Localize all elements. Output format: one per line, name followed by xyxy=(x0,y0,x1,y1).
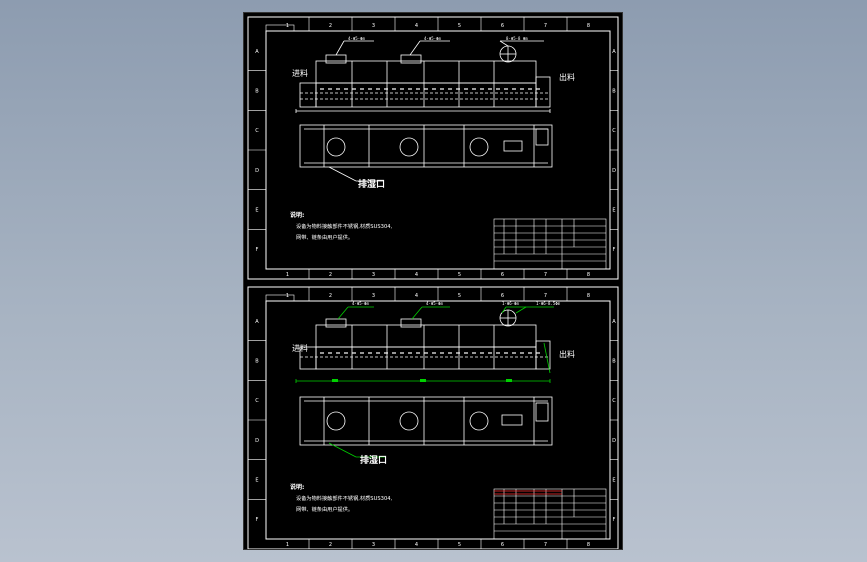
label-exhaust: 排湿口 xyxy=(360,454,387,466)
grid-column-label: 2 xyxy=(329,542,332,548)
grid-column-label: 4 xyxy=(415,272,418,278)
green-dimension-markers xyxy=(332,379,512,382)
grid-row-label: D xyxy=(255,438,259,444)
grid-row-label: F xyxy=(256,517,259,523)
grid-row-label: D xyxy=(612,168,616,174)
notes-line-2: 网带、链条由用户提供。 xyxy=(296,505,353,513)
grid-column-label: 1 xyxy=(286,542,289,548)
drawing-number-plate xyxy=(265,24,295,32)
label-feed: 进料 xyxy=(292,68,308,78)
sheet-outer-border xyxy=(247,286,619,549)
grid-row-label: C xyxy=(612,398,616,404)
grid-row-label: B xyxy=(255,359,259,365)
grid-row-label: A xyxy=(255,319,259,325)
grid-row-label: F xyxy=(256,247,259,253)
grid-row-label: A xyxy=(612,49,616,55)
callout-1: 4-Φ5-Φm xyxy=(352,301,369,306)
grid-row-label: C xyxy=(612,128,616,134)
notes-line-1: 设备为物料接触部件不锈钢,材质SUS304, xyxy=(296,222,393,230)
notes-title: 说明: xyxy=(290,211,304,219)
label-feed: 进料 xyxy=(292,343,308,353)
grid-column-label: 6 xyxy=(501,542,504,548)
grid-column-label: 8 xyxy=(587,272,590,278)
grid-column-label: 5 xyxy=(458,23,461,29)
grid-column-label: 6 xyxy=(501,23,504,29)
grid-column-label: 7 xyxy=(544,542,547,548)
grid-column-label: 3 xyxy=(372,542,375,548)
callout-4: 1-Φ6-8.5Φm xyxy=(536,301,561,306)
grid-column-label: 8 xyxy=(587,542,590,548)
grid-column-label: 4 xyxy=(415,23,418,29)
grid-column-label: 1 xyxy=(286,293,289,299)
label-exhaust: 排湿口 xyxy=(358,178,385,190)
grid-column-label: 4 xyxy=(415,542,418,548)
grid-row-label: E xyxy=(255,208,258,214)
label-discharge: 出料 xyxy=(559,349,575,359)
grid-row-label: B xyxy=(612,89,616,95)
notes-title: 说明: xyxy=(290,483,304,491)
grid-row-label: A xyxy=(255,49,259,55)
grid-column-label: 3 xyxy=(372,23,375,29)
grid-column-label: 1 xyxy=(286,23,289,29)
grid-row-label: C xyxy=(255,398,259,404)
grid-column-label: 5 xyxy=(458,542,461,548)
title-block xyxy=(493,218,607,270)
callout-2: 4-Φ5-Φm xyxy=(426,301,443,306)
grid-column-label: 2 xyxy=(329,293,332,299)
callout-1: 4-Φ5-Φm xyxy=(348,36,365,41)
grid-column-label: 1 xyxy=(286,272,289,278)
grid-column-label: 7 xyxy=(544,23,547,29)
grid-row-label: B xyxy=(612,359,616,365)
plan-view xyxy=(299,396,553,446)
grid-column-label: 7 xyxy=(544,272,547,278)
grid-column-label: 5 xyxy=(458,272,461,278)
plan-view xyxy=(299,124,553,182)
grid-row-label: E xyxy=(255,478,258,484)
label-discharge: 出料 xyxy=(559,72,575,82)
grid-column-label: 8 xyxy=(587,293,590,299)
title-block-red-revision-lines xyxy=(494,490,562,495)
title-block xyxy=(493,488,607,540)
grid-row-label: F xyxy=(613,517,616,523)
grid-row-label: D xyxy=(255,168,259,174)
callout-2: 4-Φ5-Φm xyxy=(424,36,441,41)
grid-column-label: 6 xyxy=(501,293,504,299)
grid-row-label: E xyxy=(612,208,615,214)
grid-row-label: A xyxy=(612,319,616,325)
grid-column-label: 8 xyxy=(587,23,590,29)
notes-line-1: 设备为物料接触部件不锈钢,材质SUS304, xyxy=(296,494,393,502)
drawing-number-plate xyxy=(265,294,295,302)
grid-column-label: 5 xyxy=(458,293,461,299)
notes-line-2: 网带、链条由用户提供。 xyxy=(296,233,353,241)
grid-row-label: F xyxy=(613,247,616,253)
grid-column-label: 2 xyxy=(329,272,332,278)
callout-3: 1-Φ6-Φm xyxy=(502,301,519,306)
grid-row-label: C xyxy=(255,128,259,134)
grid-row-label: D xyxy=(612,438,616,444)
grid-row-label: E xyxy=(612,478,615,484)
grid-column-label: 4 xyxy=(415,293,418,299)
grid-column-label: 3 xyxy=(372,293,375,299)
front-elevation-view xyxy=(295,40,551,113)
grid-column-label: 3 xyxy=(372,272,375,278)
grid-column-label: 2 xyxy=(329,23,332,29)
grid-column-label: 7 xyxy=(544,293,547,299)
front-elevation-view xyxy=(299,309,551,370)
sheet-outer-border xyxy=(247,16,619,280)
callout-3: 8-Φ5-8 Φm xyxy=(506,36,528,41)
grid-row-label: B xyxy=(255,89,259,95)
grid-column-label: 6 xyxy=(501,272,504,278)
green-exhaust-leader xyxy=(328,442,386,458)
